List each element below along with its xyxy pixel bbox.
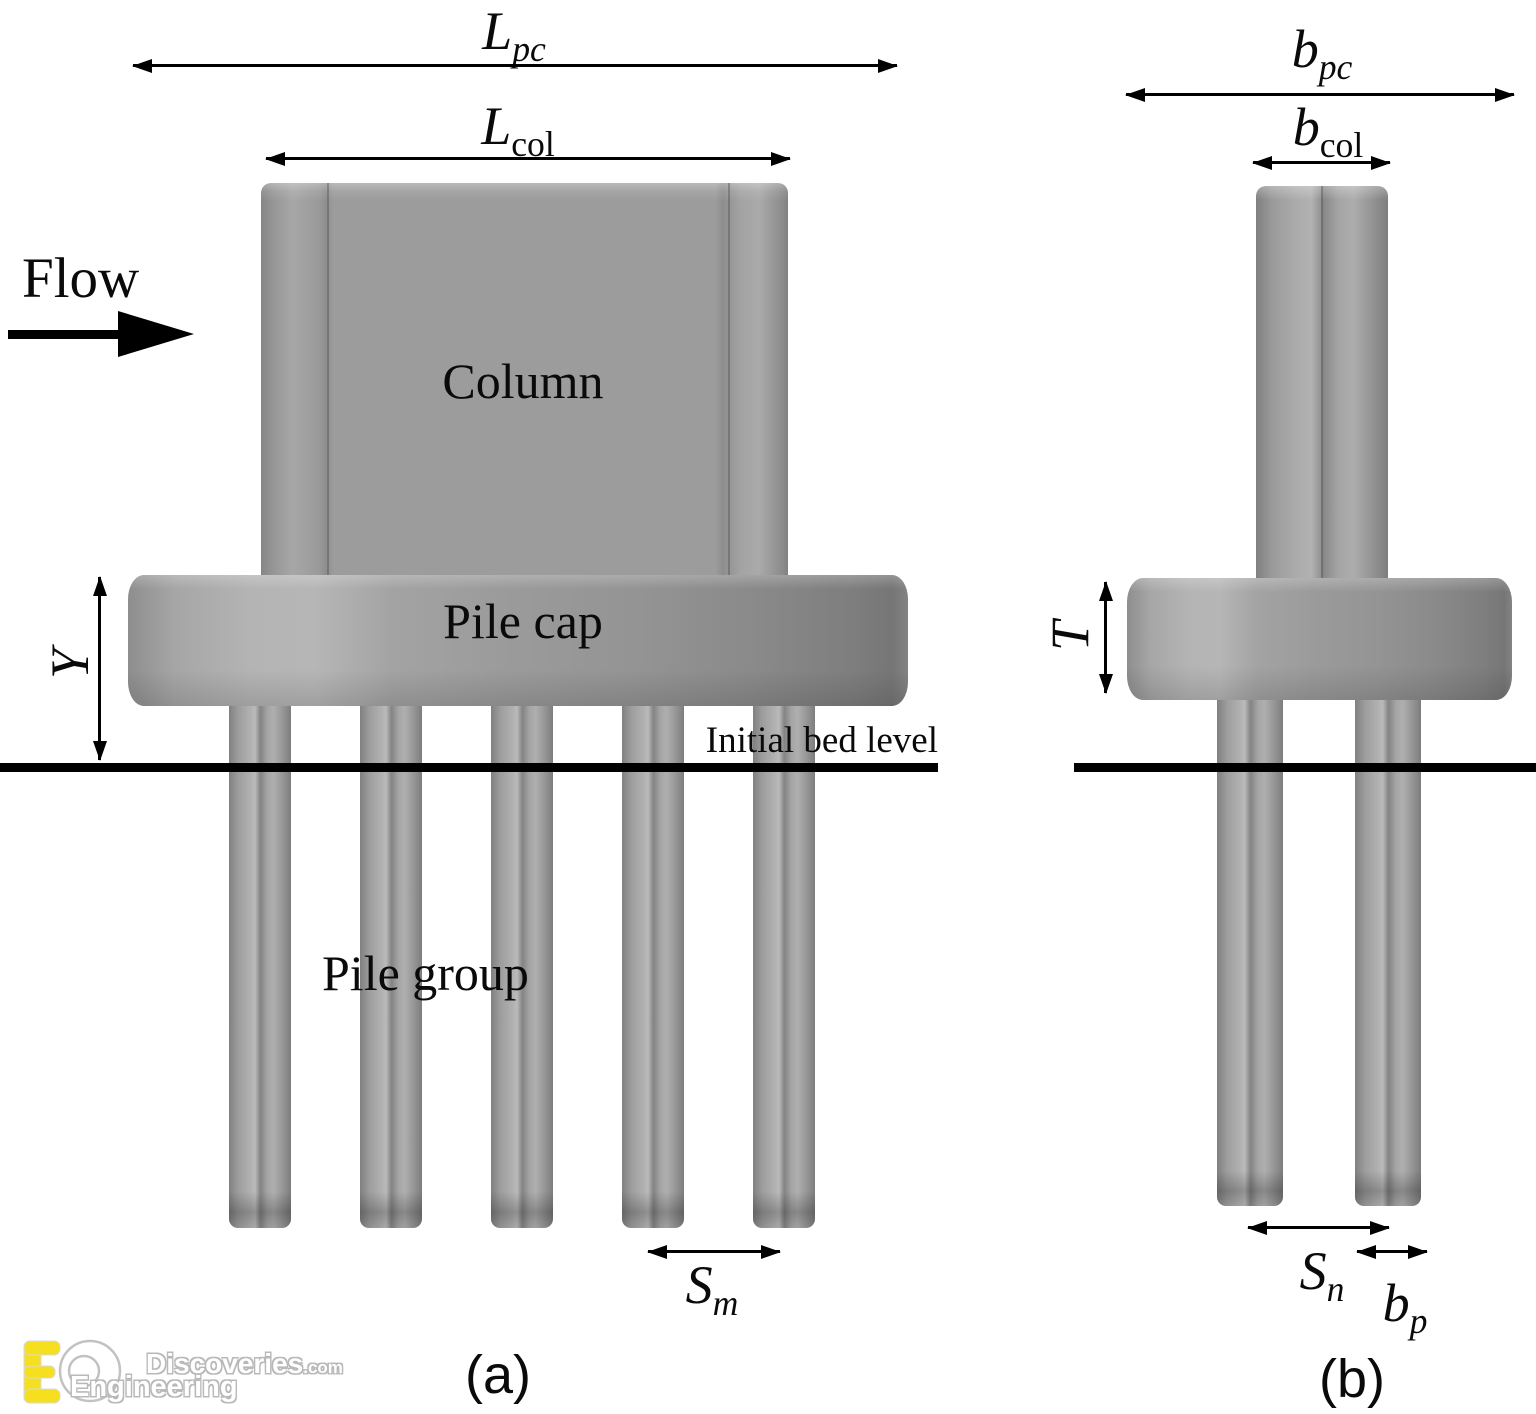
bp-label: bp [1382, 1273, 1428, 1341]
bpc-label: bpc [1291, 19, 1353, 87]
logo-ed-icon [23, 1339, 122, 1404]
flow-arrow-head [118, 311, 194, 357]
logo-engineering-text: Engineering [70, 1371, 238, 1403]
pile-b-1 [1217, 700, 1283, 1206]
bp-dimension-arrow [1356, 1245, 1428, 1259]
column-b-shape [1256, 186, 1388, 578]
bcol-label: bcol [1292, 97, 1364, 165]
column-a-left-seam-line [327, 183, 329, 706]
bpc-dimension-arrow [1125, 88, 1515, 102]
bcol-dimension-arrow [1252, 156, 1391, 170]
sn-dimension-arrow [1247, 1221, 1390, 1235]
view-a-caption: (a) [465, 1345, 531, 1405]
flow-arrow-line [8, 330, 123, 339]
lcol-label: Lcol [481, 96, 555, 164]
column-b-seam-line [1321, 186, 1323, 700]
pile-a-3 [491, 706, 553, 1228]
sm-label: Sm [685, 1255, 739, 1323]
watermark-logo: Discoveries.com Engineering [18, 1338, 348, 1412]
pile-a-1 [229, 706, 291, 1228]
sm-dimension-arrow [647, 1245, 781, 1259]
pile-b-2 [1355, 700, 1421, 1206]
flow-label: Flow [22, 247, 140, 310]
pile-a-5 [753, 706, 815, 1228]
lcol-dimension-arrow [265, 152, 791, 166]
pile-group-label: Pile group [322, 945, 529, 1001]
bed-level-line-a [0, 763, 938, 772]
pile-a-2 [360, 706, 422, 1228]
bed-level-line-b [1074, 763, 1536, 772]
t-dimension-arrow [1099, 581, 1113, 694]
column-label: Column [442, 353, 604, 409]
initial-bed-level-label: Initial bed level [705, 720, 938, 761]
lpc-dimension-arrow [132, 59, 898, 73]
lpc-label: Lpc [482, 1, 546, 69]
pile-cap-label: Pile cap [443, 593, 603, 649]
t-label: T [1040, 620, 1100, 652]
y-dimension-arrow [93, 576, 107, 761]
column-a-right-seam-line [728, 183, 730, 706]
view-b-caption: (b) [1319, 1349, 1385, 1409]
logo-discoveries-text: Discoveries.com [146, 1348, 343, 1379]
y-label: Y [40, 648, 100, 680]
sn-label: Sn [1299, 1241, 1345, 1309]
pile-cap-b-shape [1127, 578, 1512, 700]
column-a-shape [261, 183, 788, 575]
pile-cap-a-shape [128, 575, 908, 706]
pile-a-4 [622, 706, 684, 1228]
